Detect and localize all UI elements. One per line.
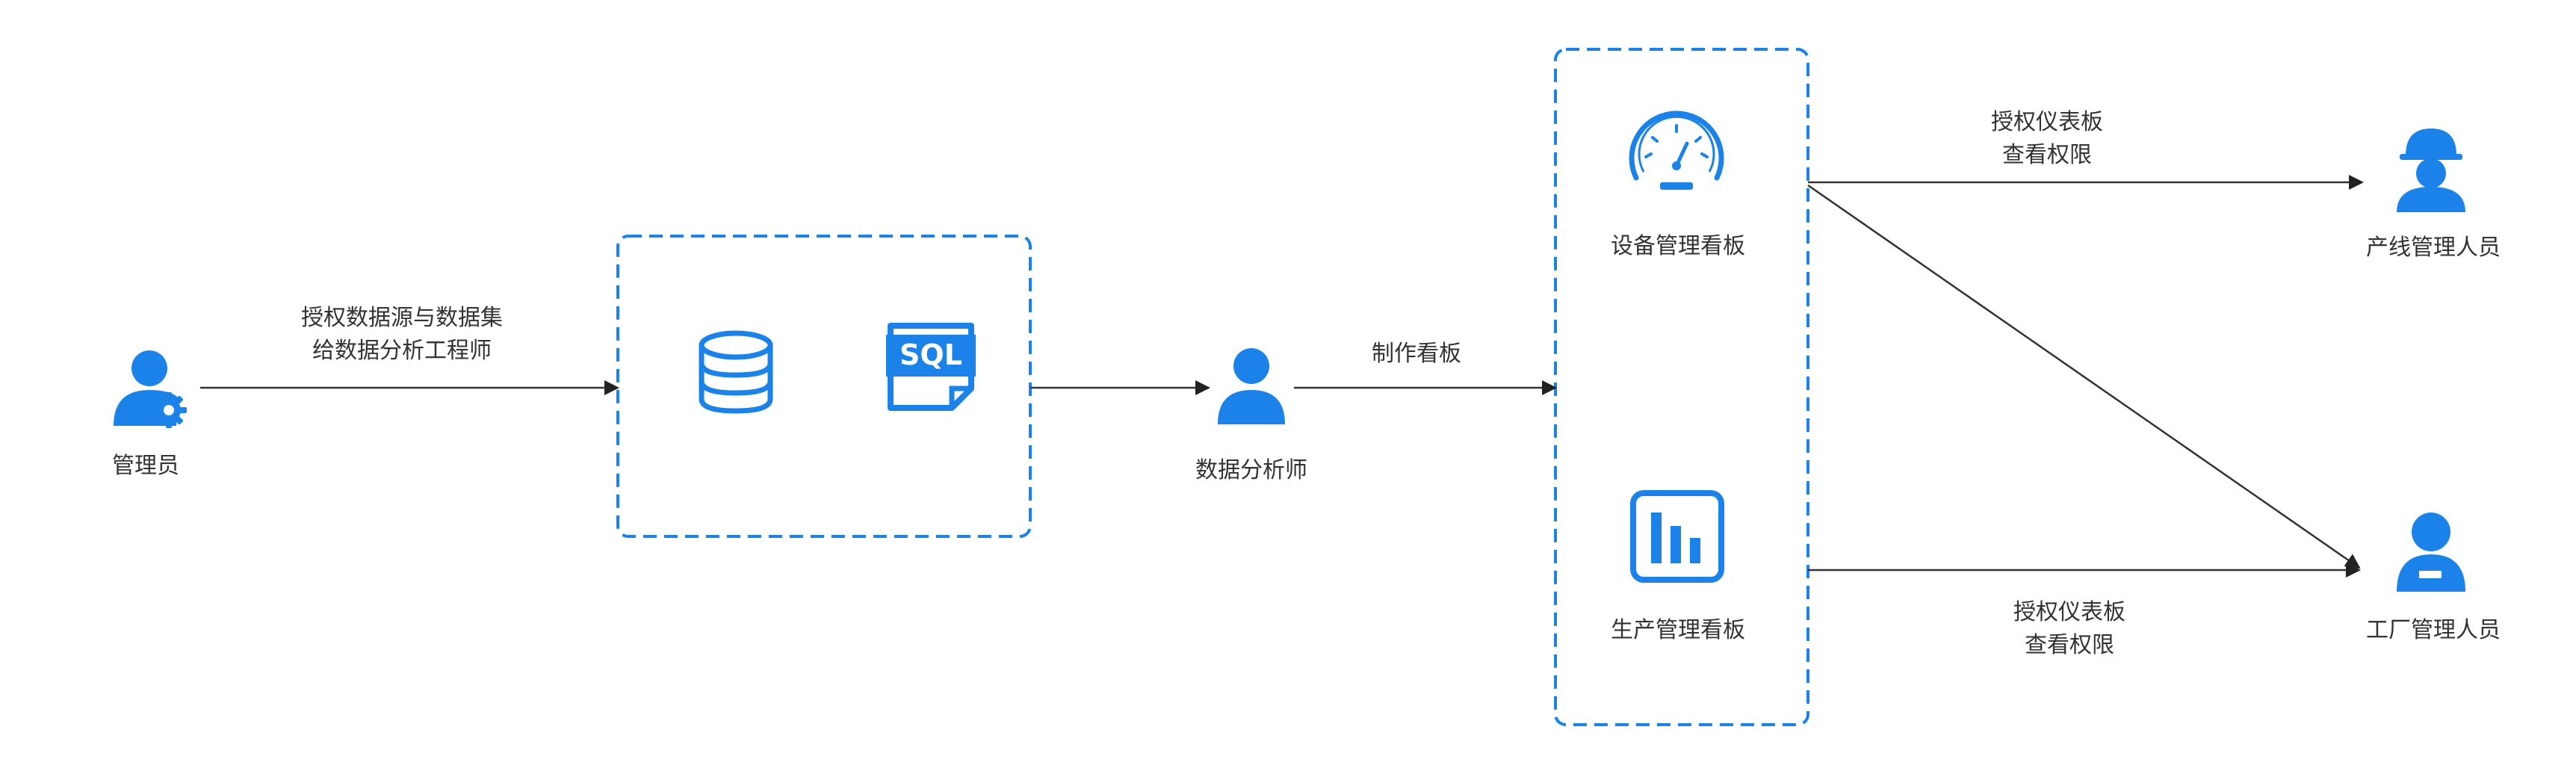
factory-manager-label: 工厂管理人员 bbox=[2366, 617, 2501, 643]
production-dashboard-label: 生产管理看板 bbox=[1611, 617, 1745, 643]
analyst-label: 数据分析师 bbox=[1195, 457, 1307, 483]
edge-label-make-dashboard: 制作看板 bbox=[1372, 341, 1461, 367]
data-source-group bbox=[616, 235, 1032, 538]
line-manager-helmet-icon bbox=[2397, 129, 2465, 212]
edge-label-grant-view-top-line1: 授权仪表板 bbox=[1991, 109, 2103, 135]
gauge-icon bbox=[1629, 111, 1724, 190]
edge-label-grant-view-bottom-line2: 查看权限 bbox=[2025, 632, 2114, 658]
edge-equipment-to-factory-manager bbox=[1807, 184, 2361, 569]
sql-icon-text: SQL bbox=[900, 338, 962, 371]
analyst-person-icon bbox=[1218, 348, 1285, 424]
edge-label-grant-view-top-line2: 查看权限 bbox=[2002, 142, 2092, 168]
bar-chart-icon bbox=[1630, 490, 1724, 583]
equipment-dashboard-label: 设备管理看板 bbox=[1611, 233, 1745, 259]
edge-label-grant-data-line2: 给数据分析工程师 bbox=[312, 338, 492, 364]
line-manager-label: 产线管理人员 bbox=[2366, 235, 2501, 261]
edge-label-grant-data: 授权数据源与数据集 给数据分析工程师 bbox=[301, 302, 503, 368]
edge-label-grant-view-bottom: 授权仪表板 查看权限 bbox=[2013, 596, 2125, 662]
factory-manager-person-icon bbox=[2397, 513, 2465, 592]
edge-label-grant-view-bottom-line1: 授权仪表板 bbox=[2013, 599, 2125, 625]
edge-label-grant-data-line1: 授权数据源与数据集 bbox=[301, 305, 503, 331]
edge-label-grant-view-top: 授权仪表板 查看权限 bbox=[1991, 106, 2103, 172]
admin-label: 管理员 bbox=[112, 453, 179, 479]
admin-with-gear-icon bbox=[114, 350, 187, 428]
database-icon bbox=[699, 330, 773, 414]
sql-file-icon: SQL bbox=[886, 323, 976, 411]
